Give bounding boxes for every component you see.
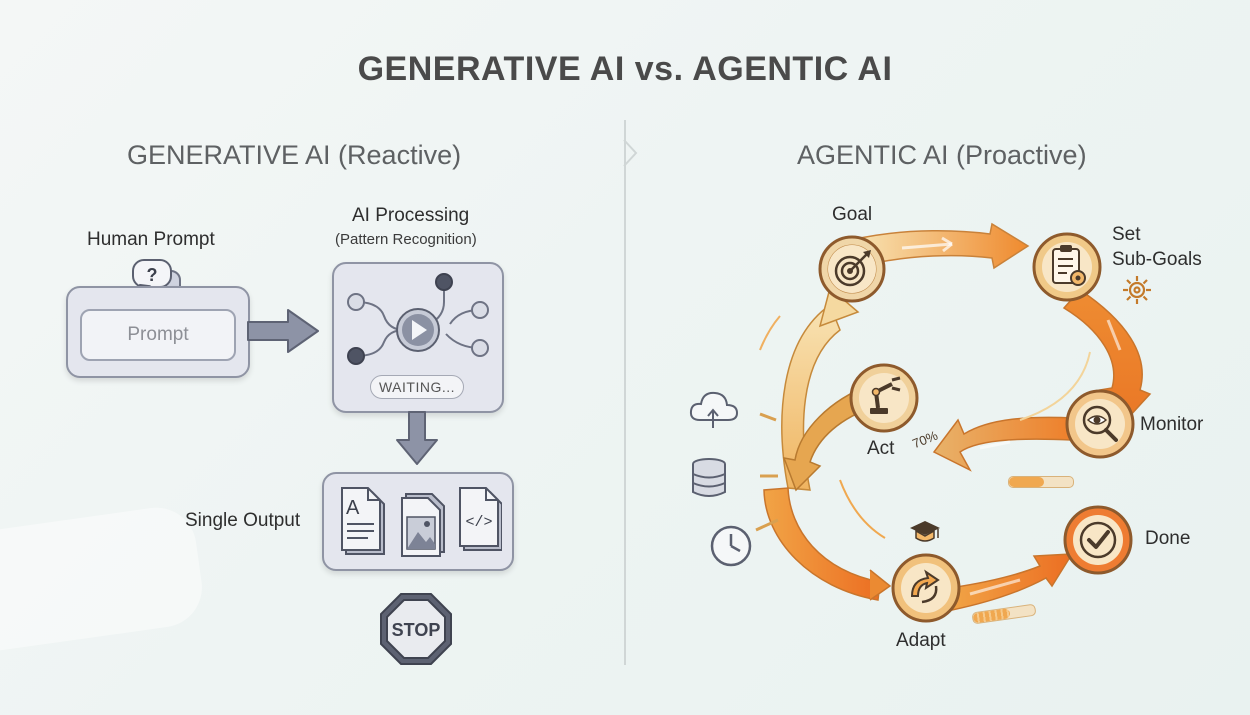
monitor-progress-bar bbox=[1008, 476, 1074, 488]
stop-text: STOP bbox=[392, 620, 441, 640]
image-document-icon bbox=[401, 493, 445, 557]
clock-icon bbox=[710, 525, 752, 567]
done-check-icon bbox=[1063, 505, 1133, 575]
goal-target-icon bbox=[818, 235, 886, 303]
svg-text:A: A bbox=[346, 497, 360, 519]
arrow-down-icon bbox=[396, 411, 438, 465]
sub-goals-clipboard-icon bbox=[1032, 232, 1102, 302]
background-decoration bbox=[0, 502, 208, 658]
stop-sign-icon: STOP bbox=[380, 593, 452, 665]
gear-icon bbox=[1123, 276, 1151, 304]
code-document-icon: </> bbox=[459, 487, 502, 551]
cloud-icon bbox=[689, 391, 739, 428]
output-card: A </> bbox=[322, 472, 514, 571]
divider-chevron-icon bbox=[623, 139, 638, 167]
agentic-heading: AGENTIC AI (Proactive) bbox=[797, 140, 1087, 170]
adapt-label: Adapt bbox=[896, 630, 946, 651]
processing-card: WAITING... bbox=[332, 262, 504, 413]
act-robot-arm-icon bbox=[849, 363, 919, 433]
graduation-cap-icon bbox=[910, 521, 940, 542]
database-icon bbox=[692, 458, 726, 497]
processing-label: AI Processing bbox=[352, 205, 470, 226]
done-label: Done bbox=[1145, 528, 1191, 549]
set-sub-goals-label-line1: Set bbox=[1112, 224, 1141, 245]
prompt-input[interactable]: Prompt bbox=[80, 309, 236, 361]
page-title: GENERATIVE AI vs. AGENTIC AI bbox=[357, 50, 893, 88]
monitor-eye-icon bbox=[1065, 389, 1135, 459]
human-prompt-label: Human Prompt bbox=[87, 229, 215, 250]
adapt-arrows-icon bbox=[891, 553, 961, 623]
text-document-icon: A bbox=[341, 487, 385, 555]
neural-network-icon bbox=[347, 273, 489, 365]
output-documents: A </> bbox=[341, 487, 502, 557]
act-label: Act bbox=[867, 438, 895, 459]
goal-label: Goal bbox=[832, 204, 873, 225]
svg-text:</>: </> bbox=[465, 514, 492, 531]
waiting-status: WAITING... bbox=[370, 375, 464, 399]
svg-text:?: ? bbox=[147, 265, 158, 285]
generative-heading: GENERATIVE AI (Reactive) bbox=[127, 140, 462, 170]
single-output-label: Single Output bbox=[185, 510, 301, 531]
processing-sublabel: (Pattern Recognition) bbox=[335, 231, 477, 248]
monitor-label: Monitor bbox=[1140, 414, 1204, 435]
set-sub-goals-label-line2: Sub-Goals bbox=[1112, 249, 1202, 270]
section-divider bbox=[624, 120, 626, 665]
prompt-card: Prompt bbox=[66, 286, 250, 378]
arrow-right-icon bbox=[247, 309, 319, 353]
